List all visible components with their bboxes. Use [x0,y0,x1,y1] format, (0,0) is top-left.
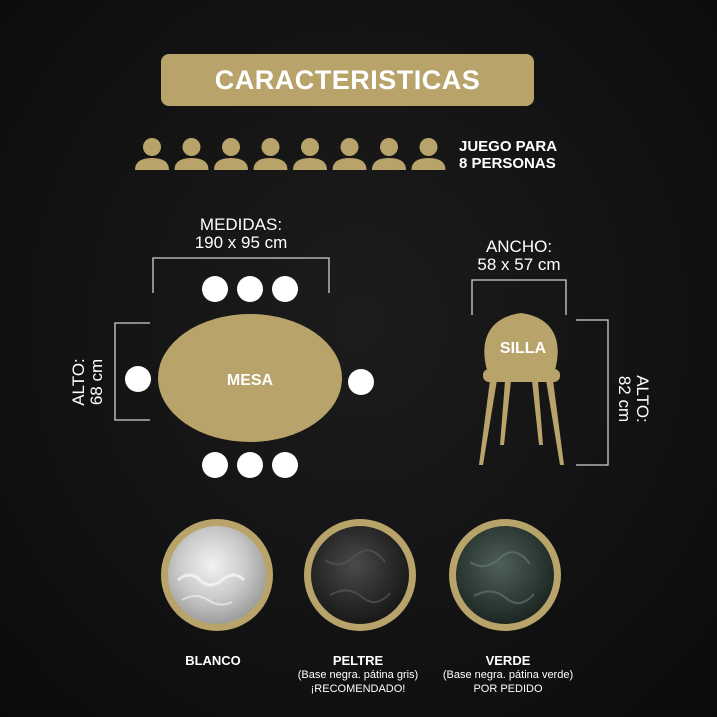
chair-height: ALTO: 82 cm [611,349,652,449]
chair-width: ANCHO: 58 x 57 cm [444,238,594,274]
group-label-line2: 8 PERSONAS [459,155,556,172]
finish-name: PELTRE [332,653,384,668]
finish-name: VERDE [485,653,531,668]
person-icon [293,138,327,170]
table-height-value: 68 cm [87,358,106,406]
table-width-bracket [152,257,330,293]
finish-blanco: BLANCO [133,653,293,668]
person-icon [332,138,367,170]
finish-note: ¡RECOMENDADO! [310,683,406,695]
seat-circle [237,276,263,302]
seat-circle [272,276,298,302]
table-height-bracket [114,322,150,421]
people-row [135,138,446,170]
seat-circle [237,452,263,478]
group-label: JUEGO PARA 8 PERSONAS [459,138,557,172]
finish-swatch-peltre [304,519,416,631]
person-icon [174,138,209,170]
table-height-label: ALTO: [69,358,88,406]
table-height: ALTO: 68 cm [69,332,110,432]
person-icon [253,138,288,170]
table-dims-value: 190 x 95 cm [194,233,288,252]
chair-height-label: ALTO: [633,375,652,423]
table-shape [158,314,342,442]
page-title: CARACTERISTICAS [214,64,481,95]
finish-swatch-blanco [161,519,273,631]
chair-width-bracket [471,279,567,315]
seat-circle [202,452,228,478]
finish-peltre: PELTRE (Base negra. pátina gris) ¡RECOME… [278,653,438,696]
chair-height-bracket [576,319,609,466]
finish-swatch-verde [449,519,561,631]
finish-description: (Base negra. pátina verde) [442,669,574,681]
chair-width-value: 58 x 57 cm [477,255,561,274]
person-icon [135,138,169,170]
chair-shape [479,313,564,465]
person-icon [411,138,446,170]
seat-circle [125,366,151,392]
seat-circle [272,452,298,478]
title-banner: CARACTERISTICAS [161,54,534,106]
table-name: MESA [226,372,274,389]
chair-name: SILLA [499,340,547,357]
table-dims-label: MEDIDAS: [199,215,283,234]
group-label-line1: JUEGO PARA [459,138,558,155]
seat-circle [202,276,228,302]
finish-name: BLANCO [185,653,241,668]
table-dims: MEDIDAS: 190 x 95 cm [166,216,316,252]
seat-circle [348,369,374,395]
chair-width-label: ANCHO: [485,237,553,256]
person-icon [214,138,248,170]
table-seats [125,276,374,478]
chair-height-value: 82 cm [615,375,634,423]
finish-description: (Base negra. pátina gris) [297,669,419,681]
finish-verde: VERDE (Base negra. pátina verde) POR PED… [428,653,588,696]
finish-note: POR PEDIDO [473,683,543,695]
person-icon [372,138,406,170]
